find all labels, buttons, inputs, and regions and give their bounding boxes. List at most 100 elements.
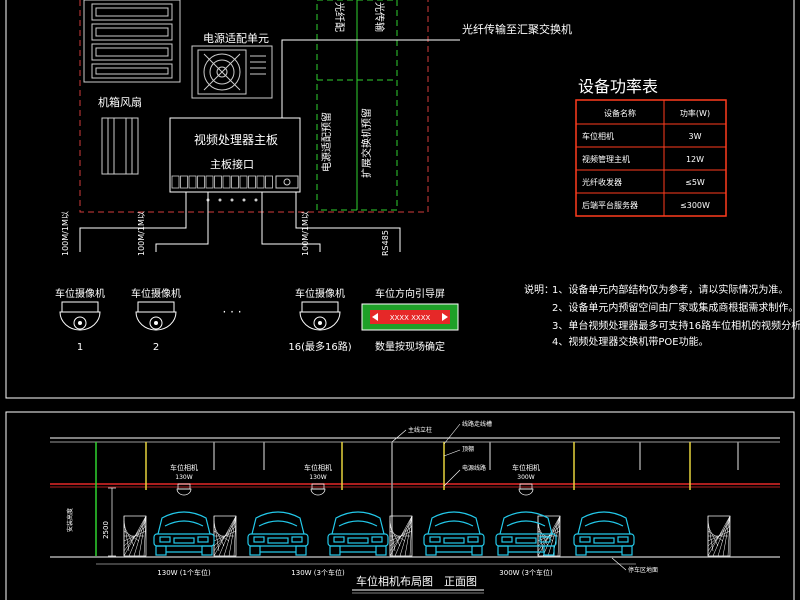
table-header: 功率(W) [680, 108, 710, 118]
board-port [188, 175, 197, 189]
ground-label: 停车区地面 [628, 566, 658, 574]
bottom-panel: 主线立柱 线路走线槽 顶棚 电源线路 车位相机 130W 车位相机 130W 车… [5, 411, 795, 600]
board-port [231, 175, 239, 189]
diagram-subtitle: 正面图 [444, 575, 477, 588]
camera-label: 车位摄像机 [131, 287, 181, 300]
fiber-line [281, 39, 460, 118]
board-port [256, 175, 265, 189]
arrow-right-icon [442, 313, 448, 321]
install-height-label: 安装高度 [66, 508, 74, 532]
camera-label: 车位摄像机 [55, 287, 105, 300]
hatched-column [537, 515, 561, 557]
cable-label-1: 100M/1M以 [61, 211, 70, 256]
arrow-left-icon [372, 313, 378, 321]
board-port [214, 175, 222, 189]
table-cell: 后端平台服务器 [582, 200, 638, 210]
chassis-fan [101, 117, 139, 175]
bottom-frame [5, 411, 795, 600]
table-cell: 3W [689, 132, 702, 141]
vertical-label-fiber-left: 光纤配 [333, 2, 346, 32]
parking-camera-16: 车位摄像机 16(最多16路) [288, 287, 351, 353]
cable-lines [79, 192, 401, 252]
cable-label-4: RS485 [381, 230, 390, 256]
notes-prefix: 说明： [524, 283, 554, 296]
bottom-camera-label: 车位相机 [170, 463, 198, 472]
zone-label-1: 130W (1个车位) [157, 568, 211, 577]
table-cell: ≤5W [685, 178, 705, 187]
note-item: 1、设备单元内部结构仅为参考，请以实际情况为准。 [552, 283, 788, 296]
power-adapter-label: 电源适配单元 [203, 31, 269, 45]
car [495, 511, 557, 556]
car [573, 511, 635, 556]
camera-number: 1 [77, 342, 83, 353]
table-cell: 视频管理主机 [582, 154, 630, 164]
board-port [205, 175, 214, 189]
table-cell: 车位相机 [582, 131, 614, 141]
cable-label-3: 100M/1M以 [301, 211, 310, 256]
fan-label: 机箱风扇 [98, 95, 142, 109]
board-port [197, 175, 205, 189]
car [153, 511, 215, 556]
note-item: 4、视频处理器交换机带POE功能。 [552, 335, 709, 348]
hatched-columns [123, 515, 731, 557]
direction-guide-screen: 车位方向引导屏 XXXX XXXX 数量按现场确定 [361, 287, 459, 353]
camera-ellipsis: · · · [222, 305, 241, 319]
board-port-label: 主板接口 [210, 157, 254, 171]
parking-camera-1: 车位摄像机 1 [55, 287, 105, 353]
bottom-camera-label: 车位相机 [512, 463, 540, 472]
bottom-camera-sub: 130W [175, 474, 192, 481]
enclosure-dashed-border [79, 0, 429, 213]
hatched-column [389, 515, 413, 557]
cars [153, 511, 635, 556]
table-cell: 光纤收发器 [582, 177, 622, 187]
bottom-camera-label: 车位相机 [304, 463, 332, 472]
board-port [171, 175, 180, 189]
board-port [265, 175, 273, 189]
equipment-rack [83, 0, 181, 83]
callout-power-line: 电源线路 [462, 464, 486, 472]
board-port [180, 175, 188, 189]
height-dimension: 2500 安装高度 [66, 487, 116, 557]
table-header: 设备名称 [604, 108, 636, 118]
hatched-column [707, 515, 731, 557]
bottom-camera-1: 车位相机 130W [170, 463, 198, 496]
height-label: 2500 [102, 521, 110, 539]
note-item: 2、设备单元内预留空间由厂家或集成商根据需求制作。 [552, 301, 798, 314]
vertical-label-power-reserve: 电源适配预留 [320, 112, 333, 172]
power-adapter-unit [191, 45, 273, 99]
car [247, 511, 309, 556]
power-table-title: 设备功率表 [578, 77, 658, 96]
note-item: 3、单台视频处理器最多可支持16路车位相机的视频分析。 [552, 319, 800, 332]
callout-main-column: 主线立柱 [408, 426, 432, 434]
callout-ceiling: 顶棚 [462, 445, 474, 453]
top-panel: 电源适配单元 机箱风扇 视频处理器主板 主板接口 [5, 0, 800, 399]
guide-screen-label: 车位方向引导屏 [375, 287, 445, 300]
bottom-camera-3: 车位相机 300W [512, 463, 540, 496]
processor-title: 视频处理器主板 [194, 132, 278, 147]
table-cell: 12W [686, 155, 704, 164]
cable-label-2: 100M/1M以 [137, 211, 146, 256]
car [423, 511, 485, 556]
hatched-column [213, 515, 237, 557]
hatched-column [123, 515, 147, 557]
callout-cable-trough: 线路走线槽 [462, 420, 492, 428]
board-port [222, 175, 231, 189]
board-port [239, 175, 248, 189]
table-cell: ≤300W [680, 201, 710, 210]
fiber-label: 光纤传输至汇聚交换机 [462, 22, 572, 36]
zone-label-2: 130W (3个车位) [291, 568, 345, 577]
bottom-camera-sub: 300W [517, 474, 534, 481]
poles [95, 442, 739, 556]
bottom-camera-sub: 130W [309, 474, 326, 481]
guide-screen-note: 数量按现场确定 [375, 340, 445, 353]
vertical-label-fiber-right: 光传输 [373, 2, 386, 32]
camera-number: 2 [153, 342, 159, 353]
camera-number: 16(最多16路) [288, 340, 351, 353]
camera-label: 车位摄像机 [295, 287, 345, 300]
callouts: 主线立柱 线路走线槽 顶棚 电源线路 [391, 420, 492, 487]
vertical-label-switch-reserve: 扩展交换机预留 [360, 108, 373, 178]
power-table: 设备功率表 设备名称 功率(W) 车位相机 3W 视频管理主机 12W 光纤收发… [575, 77, 727, 217]
car [327, 511, 389, 556]
guide-screen-display: XXXX XXXX [390, 314, 431, 322]
